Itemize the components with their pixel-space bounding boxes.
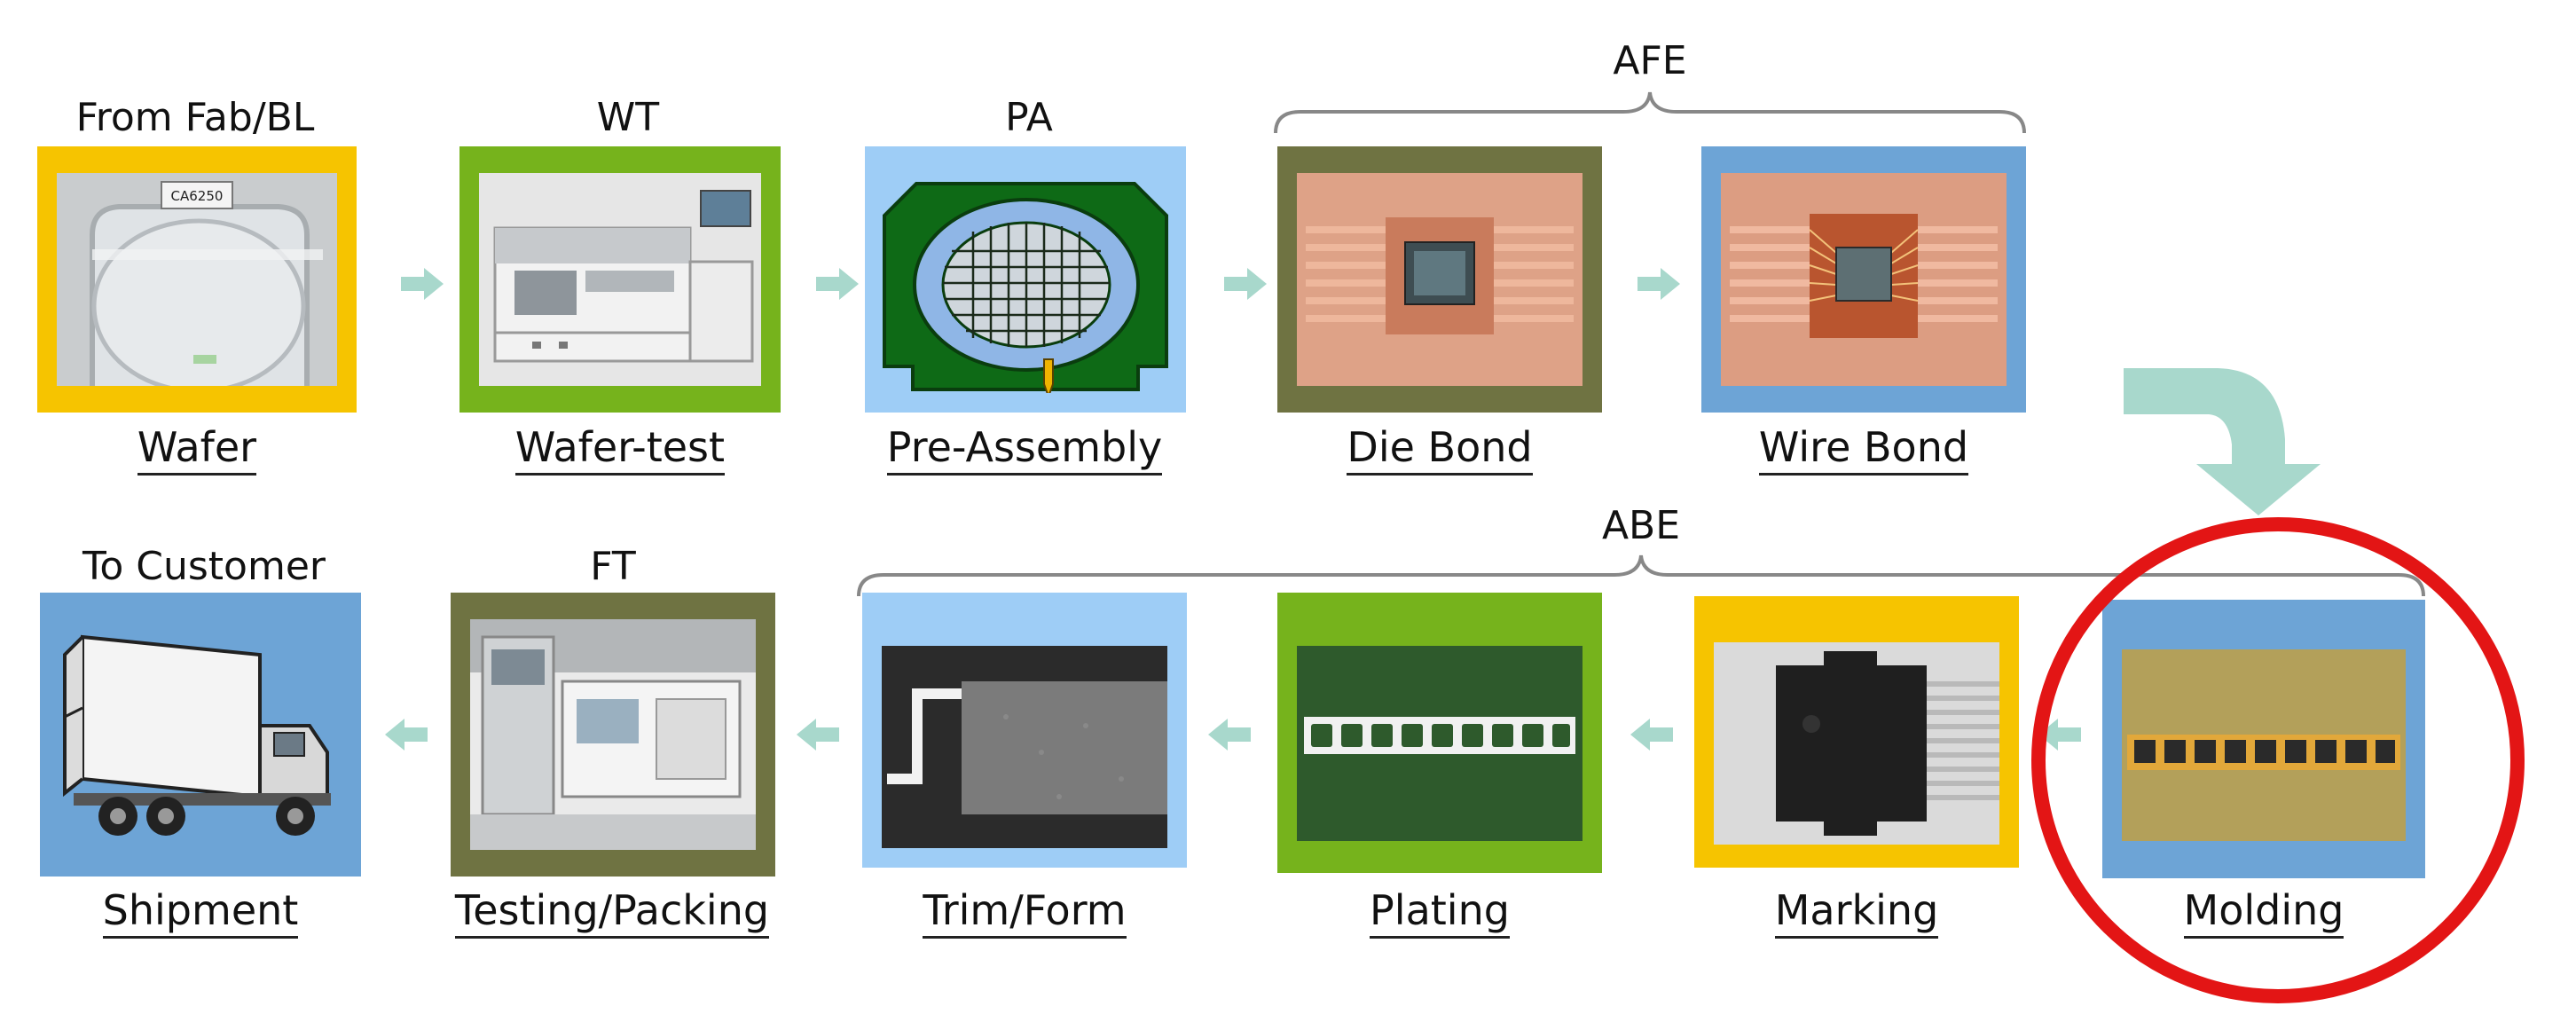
- group-label-abe: ABE: [1601, 503, 1681, 548]
- marking-photo: [1714, 642, 1999, 845]
- step-label-pre-assembly: Pre-Assembly: [847, 423, 1202, 476]
- step-plating: [1277, 593, 1602, 873]
- step-label-die-bond: Die Bond: [1277, 423, 1602, 476]
- label-pa: PA: [1005, 95, 1053, 140]
- flow-arrow-left: [1630, 719, 1673, 751]
- step-wafer-test: [459, 146, 781, 413]
- wafer-frame-icon: [883, 182, 1168, 393]
- step-label-wafer-test: Wafer-test: [459, 423, 781, 476]
- flow-arrow-left: [797, 719, 839, 751]
- flow-arrow-right: [401, 268, 444, 300]
- flow-arrow-left: [1208, 719, 1251, 751]
- group-label-afe: AFE: [1613, 38, 1687, 83]
- wafer-tester-photo: [479, 173, 761, 386]
- step-label-shipment: Shipment: [40, 886, 361, 939]
- step-shipment: [40, 593, 361, 877]
- step-label-wafer: Wafer: [37, 423, 357, 476]
- wafer-tag: CA6250: [171, 188, 224, 204]
- step-marking: [1694, 596, 2019, 868]
- step-molding: [2102, 600, 2425, 878]
- flow-arrow-left: [2038, 719, 2081, 751]
- trim-form-photo: [882, 646, 1167, 848]
- label-from-fab: From Fab/BL: [75, 95, 315, 140]
- step-label-trim-form: Trim/Form: [862, 886, 1187, 939]
- step-label-wire-bond: Wire Bond: [1701, 423, 2026, 476]
- step-label-plating: Plating: [1277, 886, 1602, 939]
- final-test-photo: [470, 619, 756, 850]
- label-ft: FT: [590, 544, 636, 589]
- step-wafer: CA6250: [37, 146, 357, 413]
- afe-bracket: [1274, 91, 2026, 134]
- step-testing-packing: [451, 593, 775, 877]
- truck-icon: [63, 634, 331, 836]
- step-pre-assembly: [865, 146, 1186, 413]
- label-to-customer: To Customer: [82, 544, 326, 589]
- flow-arrow-left: [385, 719, 428, 751]
- step-wire-bond: [1701, 146, 2026, 413]
- flow-arrow-right: [816, 268, 859, 300]
- molding-photo: [2122, 649, 2406, 841]
- wafer-photo: CA6250: [57, 173, 337, 386]
- plating-photo: [1297, 646, 1583, 841]
- label-wt: WT: [596, 95, 660, 140]
- step-label-marking: Marking: [1694, 886, 2019, 939]
- step-label-molding: Molding: [2102, 886, 2425, 939]
- row-transition-arrow: [2124, 368, 2321, 515]
- step-label-testing-packing: Testing/Packing: [417, 886, 807, 939]
- flow-arrow-right: [1637, 268, 1680, 300]
- wire-bond-photo: [1721, 173, 2007, 386]
- abe-bracket: [857, 554, 2425, 597]
- step-trim-form: [862, 593, 1187, 868]
- highlight-circle: [2031, 517, 2525, 1003]
- die-bond-photo: [1297, 173, 1583, 386]
- flow-arrow-right: [1224, 268, 1267, 300]
- step-die-bond: [1277, 146, 1602, 413]
